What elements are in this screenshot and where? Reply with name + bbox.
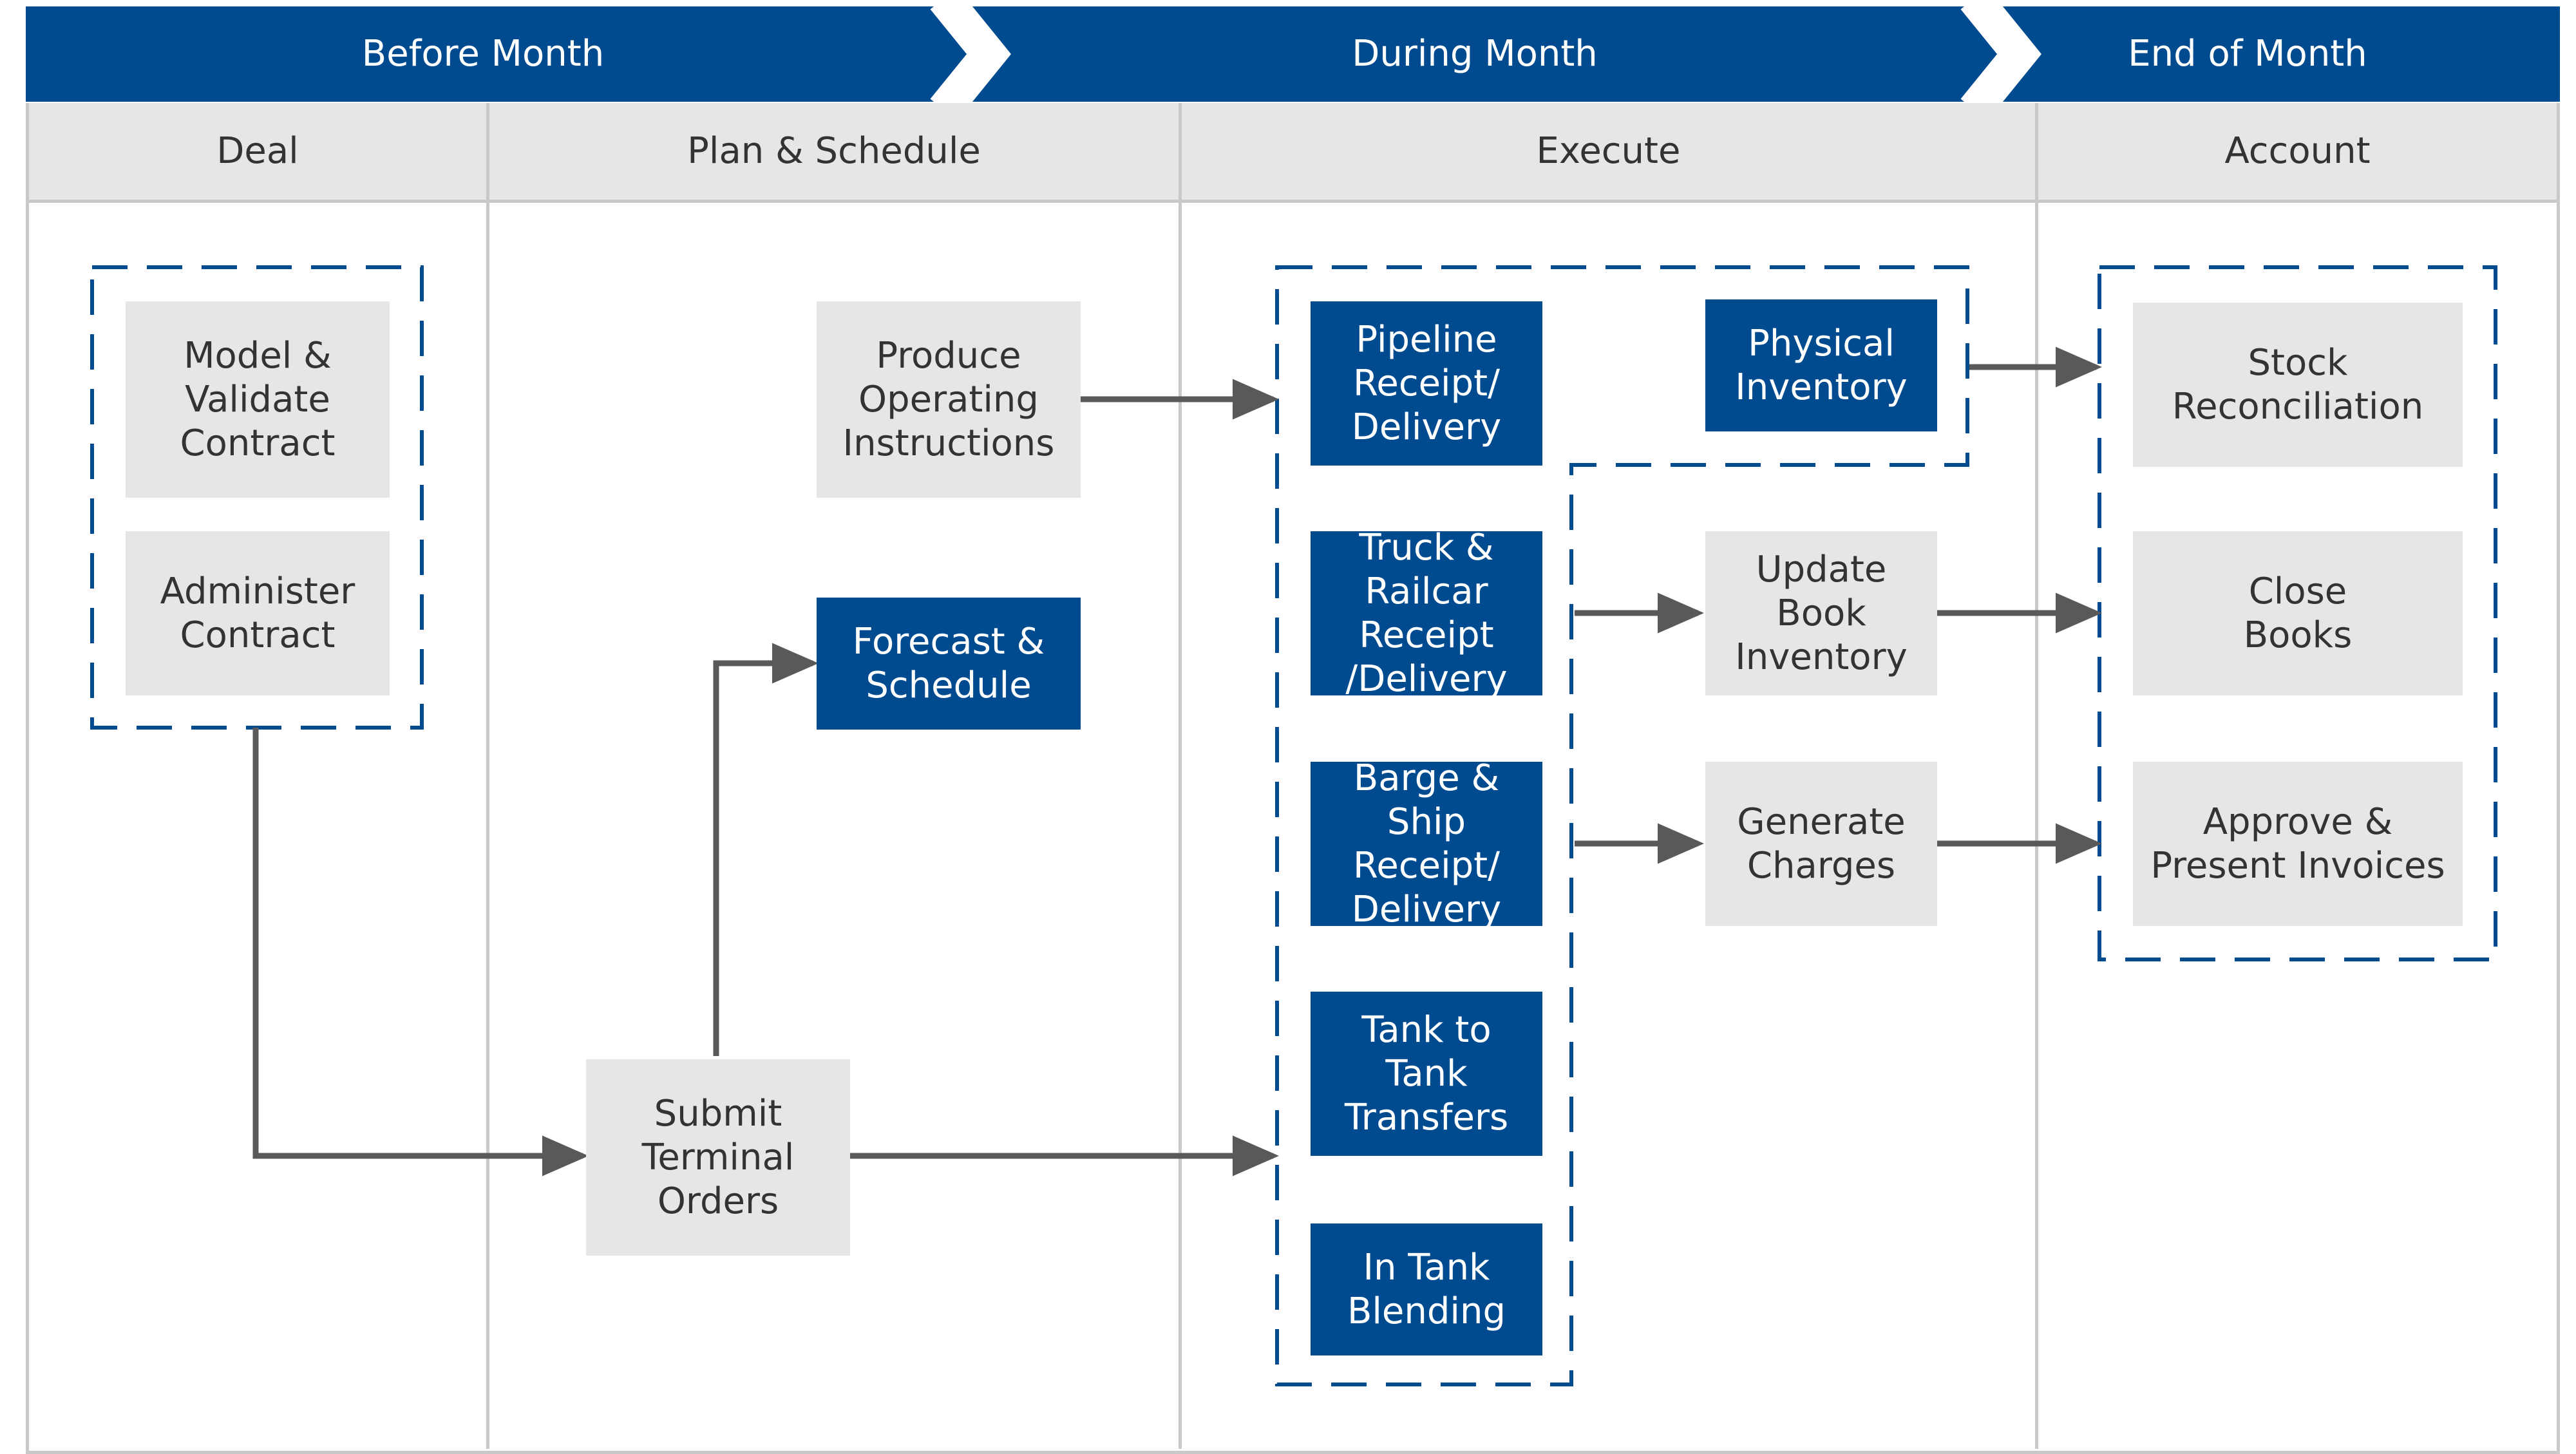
approve-present-invoices-box: Approve & Present Invoices [2133,762,2463,926]
tank-to-tank-transfers-box: Tank to Tank Transfers [1311,992,1542,1156]
lane-header-deal: Deal [29,103,486,203]
in-tank-blending-box: In Tank Blending [1311,1223,1542,1355]
update-book-inventory-box: Update Book Inventory [1705,531,1937,695]
lane-header-account: Account [2038,103,2557,203]
phase-label-during-month: During Month [1352,33,1598,75]
phase-bar [26,6,2560,102]
lane-divider [486,103,489,1449]
pipeline-receipt-delivery-box: Pipeline Receipt/ Delivery [1311,301,1542,466]
administer-contract-box: Administer Contract [126,531,390,695]
close-books-box: Close Books [2133,531,2463,695]
phase-chevron-during [972,6,2003,102]
stock-reconciliation-box: Stock Reconciliation [2133,303,2463,467]
truck-railcar-receipt-delivery-box: Truck & Railcar Receipt /Delivery [1311,527,1542,700]
lane-divider [2035,103,2038,1449]
model-validate-contract-box: Model & Validate Contract [126,301,390,498]
generate-charges-box: Generate Charges [1705,762,1937,926]
lane-divider [1179,103,1182,1449]
arrow-submit-to-forecast [713,643,819,1056]
execute-group-border [1275,265,1969,1386]
lane-header-execute: Execute [1182,103,2035,203]
produce-operating-instructions-box: Produce Operating Instructions [817,301,1081,498]
phase-label-end-of-month: End of Month [2128,33,2367,75]
lane-header-plan-schedule: Plan & Schedule [489,103,1179,203]
barge-ship-receipt-delivery-box: Barge & Ship Receipt/ Delivery [1311,757,1542,930]
phase-chevron-end [2003,6,2560,102]
forecast-schedule-box: Forecast & Schedule [817,598,1081,730]
physical-inventory-box: Physical Inventory [1705,299,1937,431]
arrow-deal-to-submit [252,728,589,1176]
submit-terminal-orders-box: Submit Terminal Orders [586,1059,850,1256]
phase-label-before-month: Before Month [361,33,605,75]
phase-chevron-before [26,6,972,102]
